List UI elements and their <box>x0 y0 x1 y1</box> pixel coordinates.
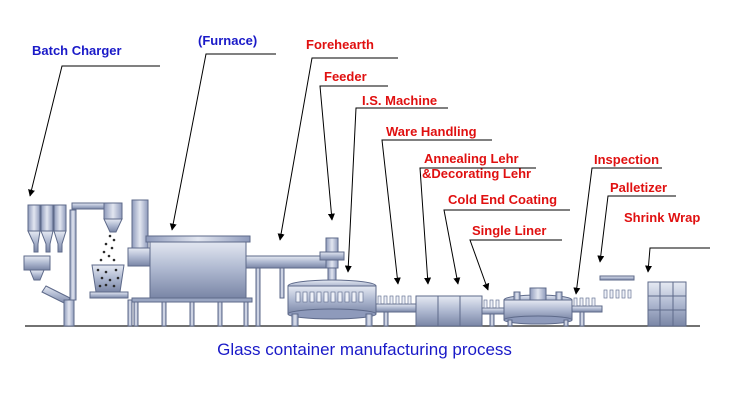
leader-lines <box>28 53 710 295</box>
label-ware-handling: Ware Handling <box>386 124 477 139</box>
label-cold-end-coating: Cold End Coating <box>448 192 558 207</box>
label-forehearth: Forehearth <box>306 37 374 52</box>
label-palletizer: Palletizer <box>610 180 668 195</box>
batch-charger-equipment <box>23 204 75 327</box>
label-annealing-lehr-line2: &Decorating Lehr <box>422 166 532 181</box>
label-furnace: (Furnace) <box>198 33 258 48</box>
label-inspection: Inspection <box>594 152 660 167</box>
is-machine-bottles <box>295 291 364 303</box>
palletizer-equipment <box>571 275 635 327</box>
label-feeder: Feeder <box>324 69 367 84</box>
label-batch-charger: Batch Charger <box>32 43 122 58</box>
cold-end-conveyor <box>481 299 507 327</box>
feeder-equipment <box>319 237 345 283</box>
annealing-lehr-equipment <box>415 295 483 327</box>
ware-handling-conveyor <box>375 295 417 327</box>
batch-particles <box>96 234 120 288</box>
label-single-liner: Single Liner <box>472 223 547 238</box>
shrink-wrap-equipment <box>647 281 687 327</box>
inspection-equipment <box>503 287 573 327</box>
is-machine-equipment <box>287 279 377 327</box>
label-is-machine: I.S. Machine <box>362 93 438 108</box>
label-shrink-wrap: Shrink Wrap <box>624 210 701 225</box>
diagram-caption: Glass container manufacturing process <box>217 340 512 359</box>
furnace-equipment <box>127 199 253 327</box>
label-annealing-lehr-line1: Annealing Lehr <box>424 151 519 166</box>
